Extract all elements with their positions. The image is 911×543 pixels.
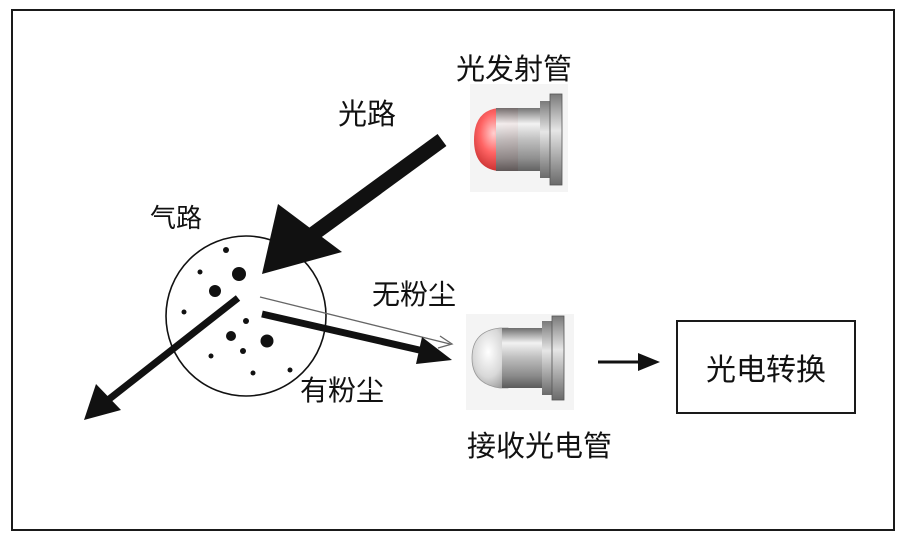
light-path-label: 光路 (338, 97, 397, 131)
with-dust-ray (261, 310, 452, 364)
no-dust-label: 无粉尘 (372, 278, 457, 311)
led-emitter-icon (470, 84, 568, 192)
air-path-circle (165, 235, 327, 397)
no-dust-ray (259, 296, 454, 349)
emitter-label: 光发射管 (456, 52, 573, 86)
dust-particle-icon (181, 247, 293, 376)
receiver-label: 接收光电管 (467, 429, 613, 463)
photodiode-icon (466, 314, 574, 410)
diagram-frame (11, 9, 895, 531)
light-path-arrow (262, 133, 447, 274)
scattered-ray (84, 295, 241, 420)
conversion-box: 光电转换 (676, 320, 856, 414)
air-path-label: 气路 (150, 204, 203, 234)
with-dust-label: 有粉尘 (300, 374, 385, 407)
signal-arrow (598, 353, 660, 371)
conversion-label: 光电转换 (706, 353, 826, 388)
